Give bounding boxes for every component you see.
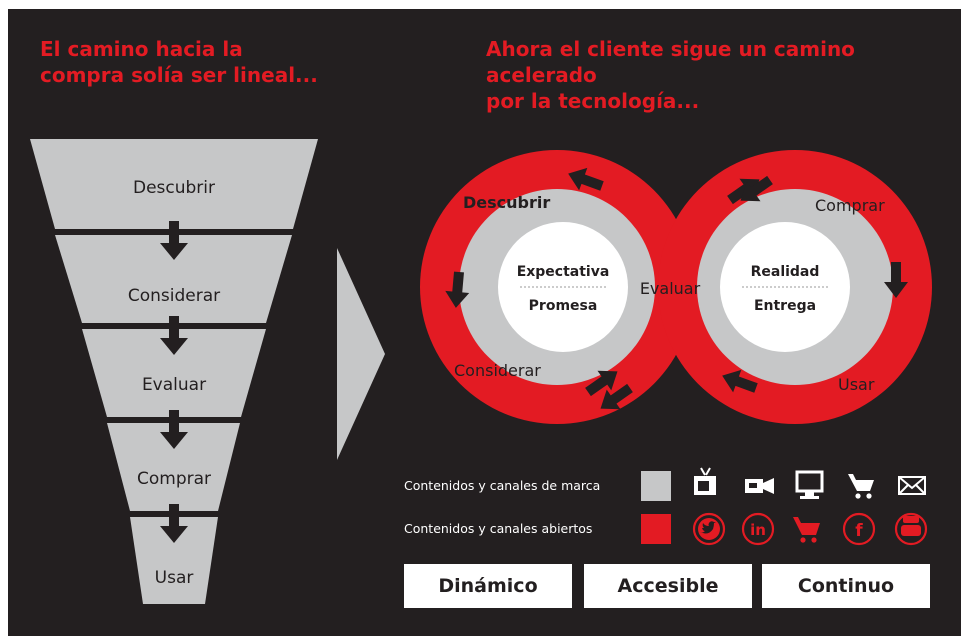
- video-camera-icon: [745, 478, 774, 494]
- shopping-cart-icon: [848, 474, 874, 499]
- twitter-icon: [692, 512, 726, 546]
- tv-icon: [694, 467, 716, 495]
- shopping-cart-icon: [793, 517, 820, 543]
- loop-label-usar: Usar: [838, 375, 875, 394]
- down-arrow-icon: [160, 410, 188, 449]
- continuo-button[interactable]: Continuo: [762, 564, 930, 608]
- core-label-promesa: Promesa: [529, 298, 598, 314]
- arrow-icon: [568, 167, 604, 191]
- loop-label-descubrir: Descubrir: [463, 193, 550, 212]
- arrow-icon: [740, 175, 773, 202]
- brand-channel-icons: [694, 467, 926, 499]
- arrow-icon: [445, 271, 470, 308]
- funnel-stage-3: [82, 329, 266, 417]
- infinity-loop: Descubrir Considerar Evaluar Comprar Usa…: [420, 150, 932, 424]
- legend-label-brand: Contenidos y canales de marca: [404, 478, 601, 493]
- mail-icon: [898, 476, 926, 495]
- open-channel-icons: in f: [692, 512, 928, 546]
- arrow-icon: [727, 178, 760, 205]
- dinamico-button[interactable]: Dinámico: [404, 564, 572, 608]
- left-loop-core: [498, 222, 628, 352]
- loop-label-evaluar: Evaluar: [640, 279, 701, 298]
- legend-swatch-brand: [641, 471, 671, 501]
- funnel-label-descubrir: Descubrir: [133, 178, 215, 198]
- core-label-realidad: Realidad: [751, 264, 820, 280]
- down-arrow-icon: [160, 221, 188, 260]
- funnel-stage-4: [107, 423, 240, 511]
- facebook-icon: f: [842, 512, 876, 546]
- funnel-label-usar: Usar: [155, 568, 194, 588]
- legend-label-open: Contenidos y canales abiertos: [404, 521, 593, 536]
- chevron-right-icon: [337, 248, 385, 460]
- purchase-funnel: Descubrir Considerar Evaluar Comprar Usa…: [30, 139, 318, 604]
- loop-label-comprar: Comprar: [815, 196, 885, 215]
- arrow-icon: [722, 369, 758, 393]
- loop-label-considerar: Considerar: [454, 361, 541, 380]
- monitor-icon: [795, 470, 824, 499]
- left-title: El camino hacia la compra solía ser line…: [40, 37, 318, 87]
- legend-swatch-open: [641, 514, 671, 544]
- funnel-stage-5: [130, 517, 218, 604]
- core-label-entrega: Entrega: [754, 298, 816, 314]
- funnel-stage-2: [55, 235, 292, 323]
- funnel-label-evaluar: Evaluar: [142, 375, 206, 395]
- arrow-icon: [884, 262, 908, 298]
- down-arrow-icon: [160, 504, 188, 543]
- arrow-icon: [600, 383, 633, 410]
- right-loop-core: [720, 222, 850, 352]
- core-label-expectativa: Expectativa: [517, 264, 610, 280]
- accesible-button[interactable]: Accesible: [584, 564, 752, 608]
- funnel-label-comprar: Comprar: [137, 469, 211, 489]
- youtube-icon: [894, 512, 928, 546]
- right-title: Ahora el cliente sigue un camino acelera…: [486, 37, 855, 113]
- down-arrow-icon: [160, 316, 188, 355]
- funnel-stage-1: [30, 139, 318, 229]
- svg-text:f: f: [855, 521, 863, 541]
- arrow-icon: [585, 370, 618, 397]
- linkedin-icon: in: [741, 512, 775, 546]
- svg-text:in: in: [750, 521, 766, 539]
- funnel-label-considerar: Considerar: [128, 286, 220, 306]
